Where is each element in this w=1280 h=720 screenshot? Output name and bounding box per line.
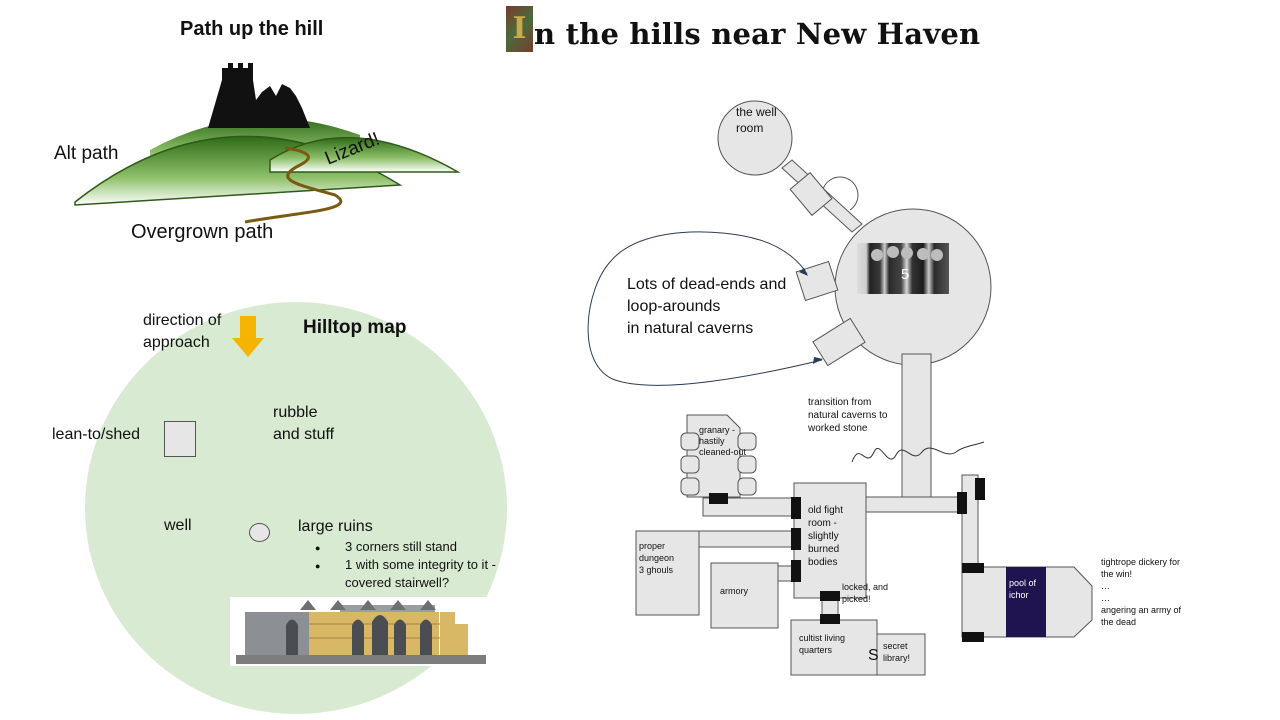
well-antechamber <box>789 171 833 217</box>
corridor-dungeon <box>698 530 795 548</box>
lean-to-label: lean-to/shed <box>52 426 141 443</box>
door <box>791 560 801 582</box>
proper-dungeon-label: proper dungeon 3 ghouls <box>639 541 675 575</box>
granary-bin <box>737 477 757 496</box>
door <box>709 493 728 504</box>
band-photo: 5 <box>857 243 949 294</box>
path-heading: Path up the hill <box>180 18 324 40</box>
armory-room <box>710 562 779 629</box>
rubble-label: rubble and stuff <box>273 404 335 443</box>
band-faces <box>871 246 943 261</box>
door <box>820 591 840 601</box>
door <box>962 563 984 573</box>
large-ruins-label: large ruins <box>298 518 373 535</box>
cavern-passage-upper <box>795 260 839 302</box>
cultist-label: cultist living quarters <box>799 633 846 655</box>
title-dropcap: I <box>506 6 533 52</box>
ruins-bullet: 3 corners still stand <box>315 538 505 557</box>
ruins-bullets: 3 corners still stand 1 with some integr… <box>315 538 505 592</box>
door <box>820 614 840 624</box>
corridor-east <box>865 496 967 513</box>
hill-illustration <box>74 63 461 224</box>
castle-ruin-icon <box>208 63 310 128</box>
hilltop-heading: Hilltop map <box>303 317 407 338</box>
secret-library-label: secret library! <box>883 641 911 663</box>
direction-label: direction of approach <box>143 312 222 351</box>
well-room-label: the well room <box>736 105 777 135</box>
well-alcove <box>821 176 859 211</box>
page-title: n the hills near New Haven <box>534 17 981 51</box>
arrowhead-icon <box>813 357 823 364</box>
overgrown-path-label: Overgrown path <box>131 221 274 243</box>
tightrope-note: tightrope dickery for the win! … … anger… <box>1101 557 1182 627</box>
old-fight-label: old fight room - slightly burned bodies <box>808 505 844 568</box>
ruins-bullet: 1 with some integrity to it - covered st… <box>315 556 505 592</box>
well-room <box>717 100 793 176</box>
pool-of-ichor <box>1006 567 1046 637</box>
transition-label: transition from natural caverns to worke… <box>808 397 888 434</box>
caverns-note: Lots of dead-ends and loop-arounds in na… <box>627 276 787 337</box>
door <box>791 528 801 550</box>
arrowhead-icon <box>799 268 808 276</box>
granary-bin <box>680 432 700 451</box>
overgrown-path-line <box>244 146 343 224</box>
photo-number: 5 <box>901 266 910 283</box>
lean-to-square <box>164 421 196 457</box>
granary-bin <box>680 477 700 496</box>
proper-dungeon-room <box>635 530 700 616</box>
alt-path-label: Alt path <box>54 143 119 164</box>
secret-marker: S <box>868 647 879 664</box>
transition-squiggle <box>851 441 985 463</box>
granary-bin <box>680 455 700 474</box>
pool-label: pool of ichor <box>1009 578 1037 600</box>
armory-label: armory <box>720 586 749 596</box>
door <box>791 497 801 519</box>
secret-library-room <box>876 633 926 676</box>
well-circle <box>249 523 270 542</box>
locked-label: locked, and picked! <box>842 582 889 604</box>
well-label: well <box>164 517 192 534</box>
granary-bin <box>737 432 757 451</box>
door <box>962 632 984 642</box>
granary-label: granary - hastily cleaned-out <box>699 425 747 457</box>
loop-arrow <box>587 231 823 386</box>
granary-bin <box>737 455 757 474</box>
dropcap-letter: I <box>512 11 527 46</box>
cavern-passage-lower <box>812 317 866 367</box>
door <box>957 492 967 514</box>
door <box>975 478 985 500</box>
corridor-down <box>901 353 932 498</box>
